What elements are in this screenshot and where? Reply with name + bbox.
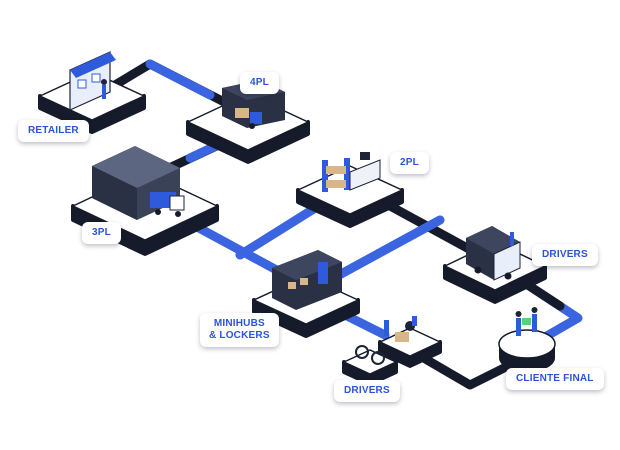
label-4pl: 4PL xyxy=(240,72,279,94)
label-minihubs-lockers: MINIHUBS & LOCKERS xyxy=(200,313,279,347)
label-drivers-van: DRIVERS xyxy=(532,244,598,266)
storefront-icon xyxy=(69,51,116,111)
label-3pl: 3PL xyxy=(82,222,121,244)
label-minihubs-line2: & LOCKERS xyxy=(209,330,270,341)
route-minihubs-van xyxy=(325,215,445,285)
route-bikes-cliente xyxy=(405,345,515,390)
bike-scooter-icon xyxy=(355,316,417,365)
package-handoff-icon xyxy=(515,307,538,336)
route-retailer-4pl-blue xyxy=(145,59,215,100)
label-retailer: RETAILER xyxy=(18,120,89,142)
label-minihubs-line1: MINIHUBS xyxy=(213,318,265,329)
route-2pl-minihubs xyxy=(235,200,325,260)
label-drivers-bikes: DRIVERS xyxy=(334,380,400,402)
platform-retailer xyxy=(38,71,146,134)
label-cliente-final: CLIENTE FINAL xyxy=(506,368,604,390)
label-2pl: 2PL xyxy=(390,152,429,174)
shelves-desk-icon xyxy=(322,152,381,192)
locker-icon xyxy=(272,250,342,310)
delivery-van-icon xyxy=(466,226,521,281)
platform-cliente xyxy=(498,329,556,372)
warehouse-truck-icon xyxy=(92,146,185,220)
